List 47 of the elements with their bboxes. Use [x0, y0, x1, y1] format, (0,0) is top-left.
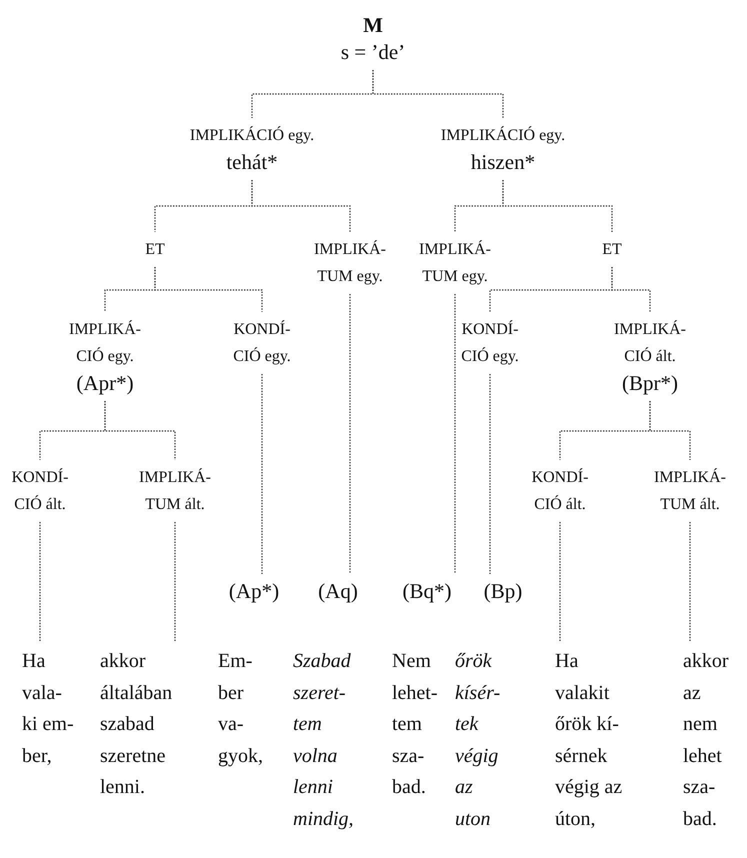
category-label: IMPLIKÁCIÓ egy. — [440, 125, 566, 146]
category-label: IMPLIKÁ- TUM ált. — [653, 467, 727, 515]
sub-label: (Apr*) — [75, 370, 135, 397]
leaf-label: (Bp) — [482, 578, 524, 605]
tree-branch-line — [502, 180, 613, 232]
sentence-text: akkor az nem lehet sza- bad. — [683, 649, 730, 832]
category-label: IMPLIKÁCIÓ egy. — [188, 125, 316, 146]
tree-branch-line — [174, 522, 176, 642]
category-label: IMPLIKÁ- TUM egy. — [313, 239, 387, 287]
leaf-label: (Ap*) — [228, 578, 280, 605]
tree-branch-line — [251, 180, 351, 232]
leaf-label: (Aq) — [317, 578, 359, 605]
tree-branch-line — [689, 522, 691, 642]
leaf-label: (Bq*) — [402, 578, 452, 605]
tree-branch-line — [454, 294, 456, 574]
tree-branch-line — [349, 294, 351, 574]
tree-branch-line — [154, 267, 263, 312]
sub-label: hiszen* — [470, 149, 536, 176]
category-label: KONDÍ- CIÓ egy. — [232, 319, 292, 367]
tree-branch-line — [39, 522, 41, 642]
tree-branch-line — [372, 70, 504, 118]
category-label: KONDÍ- CIÓ egy. — [460, 319, 520, 367]
category-label: ET — [144, 240, 166, 260]
category-label: IMPLIKÁ- TUM egy. — [418, 239, 492, 287]
sentence-text: Em- ber va- gyok, — [218, 649, 264, 768]
tree-branch-line — [559, 522, 561, 642]
category-label: IMPLIKÁ- CIÓ ált. — [613, 319, 687, 367]
sub-label: (Bpr*) — [621, 370, 679, 397]
sentence-text: Nem lehet- tem sza- bad. — [392, 649, 439, 800]
category-label: KONDÍ- CIÓ ált. — [530, 467, 590, 515]
tree-branch-line — [489, 374, 491, 574]
sentence-text: Ha vala- ki em- ber, — [22, 649, 75, 768]
sub-label: tehát* — [225, 149, 279, 176]
sentence-text: Szabad szeret- tem volna lenni mindig, — [293, 649, 355, 832]
root-label: M — [362, 12, 384, 39]
category-label: KONDÍ- CIÓ ált. — [10, 467, 70, 515]
sentence-text: akkor általában szabad szeretne lenni. — [100, 649, 174, 800]
category-label: ET — [601, 240, 623, 260]
tree-branch-line — [611, 267, 651, 312]
tree-branch-line — [104, 401, 176, 460]
tree-branch-line — [649, 401, 691, 460]
sentence-text: őrök kísér- tek végig az uton — [455, 649, 502, 832]
category-label: IMPLIKÁ- CIÓ egy. — [68, 319, 142, 367]
category-label: IMPLIKÁ- TUM ált. — [138, 467, 212, 515]
sentence-text: Ha valakit őrök kí- sérnek végig az úton, — [555, 649, 624, 832]
connective-label: s = ’de’ — [340, 39, 406, 66]
tree-branch-line — [261, 374, 263, 574]
